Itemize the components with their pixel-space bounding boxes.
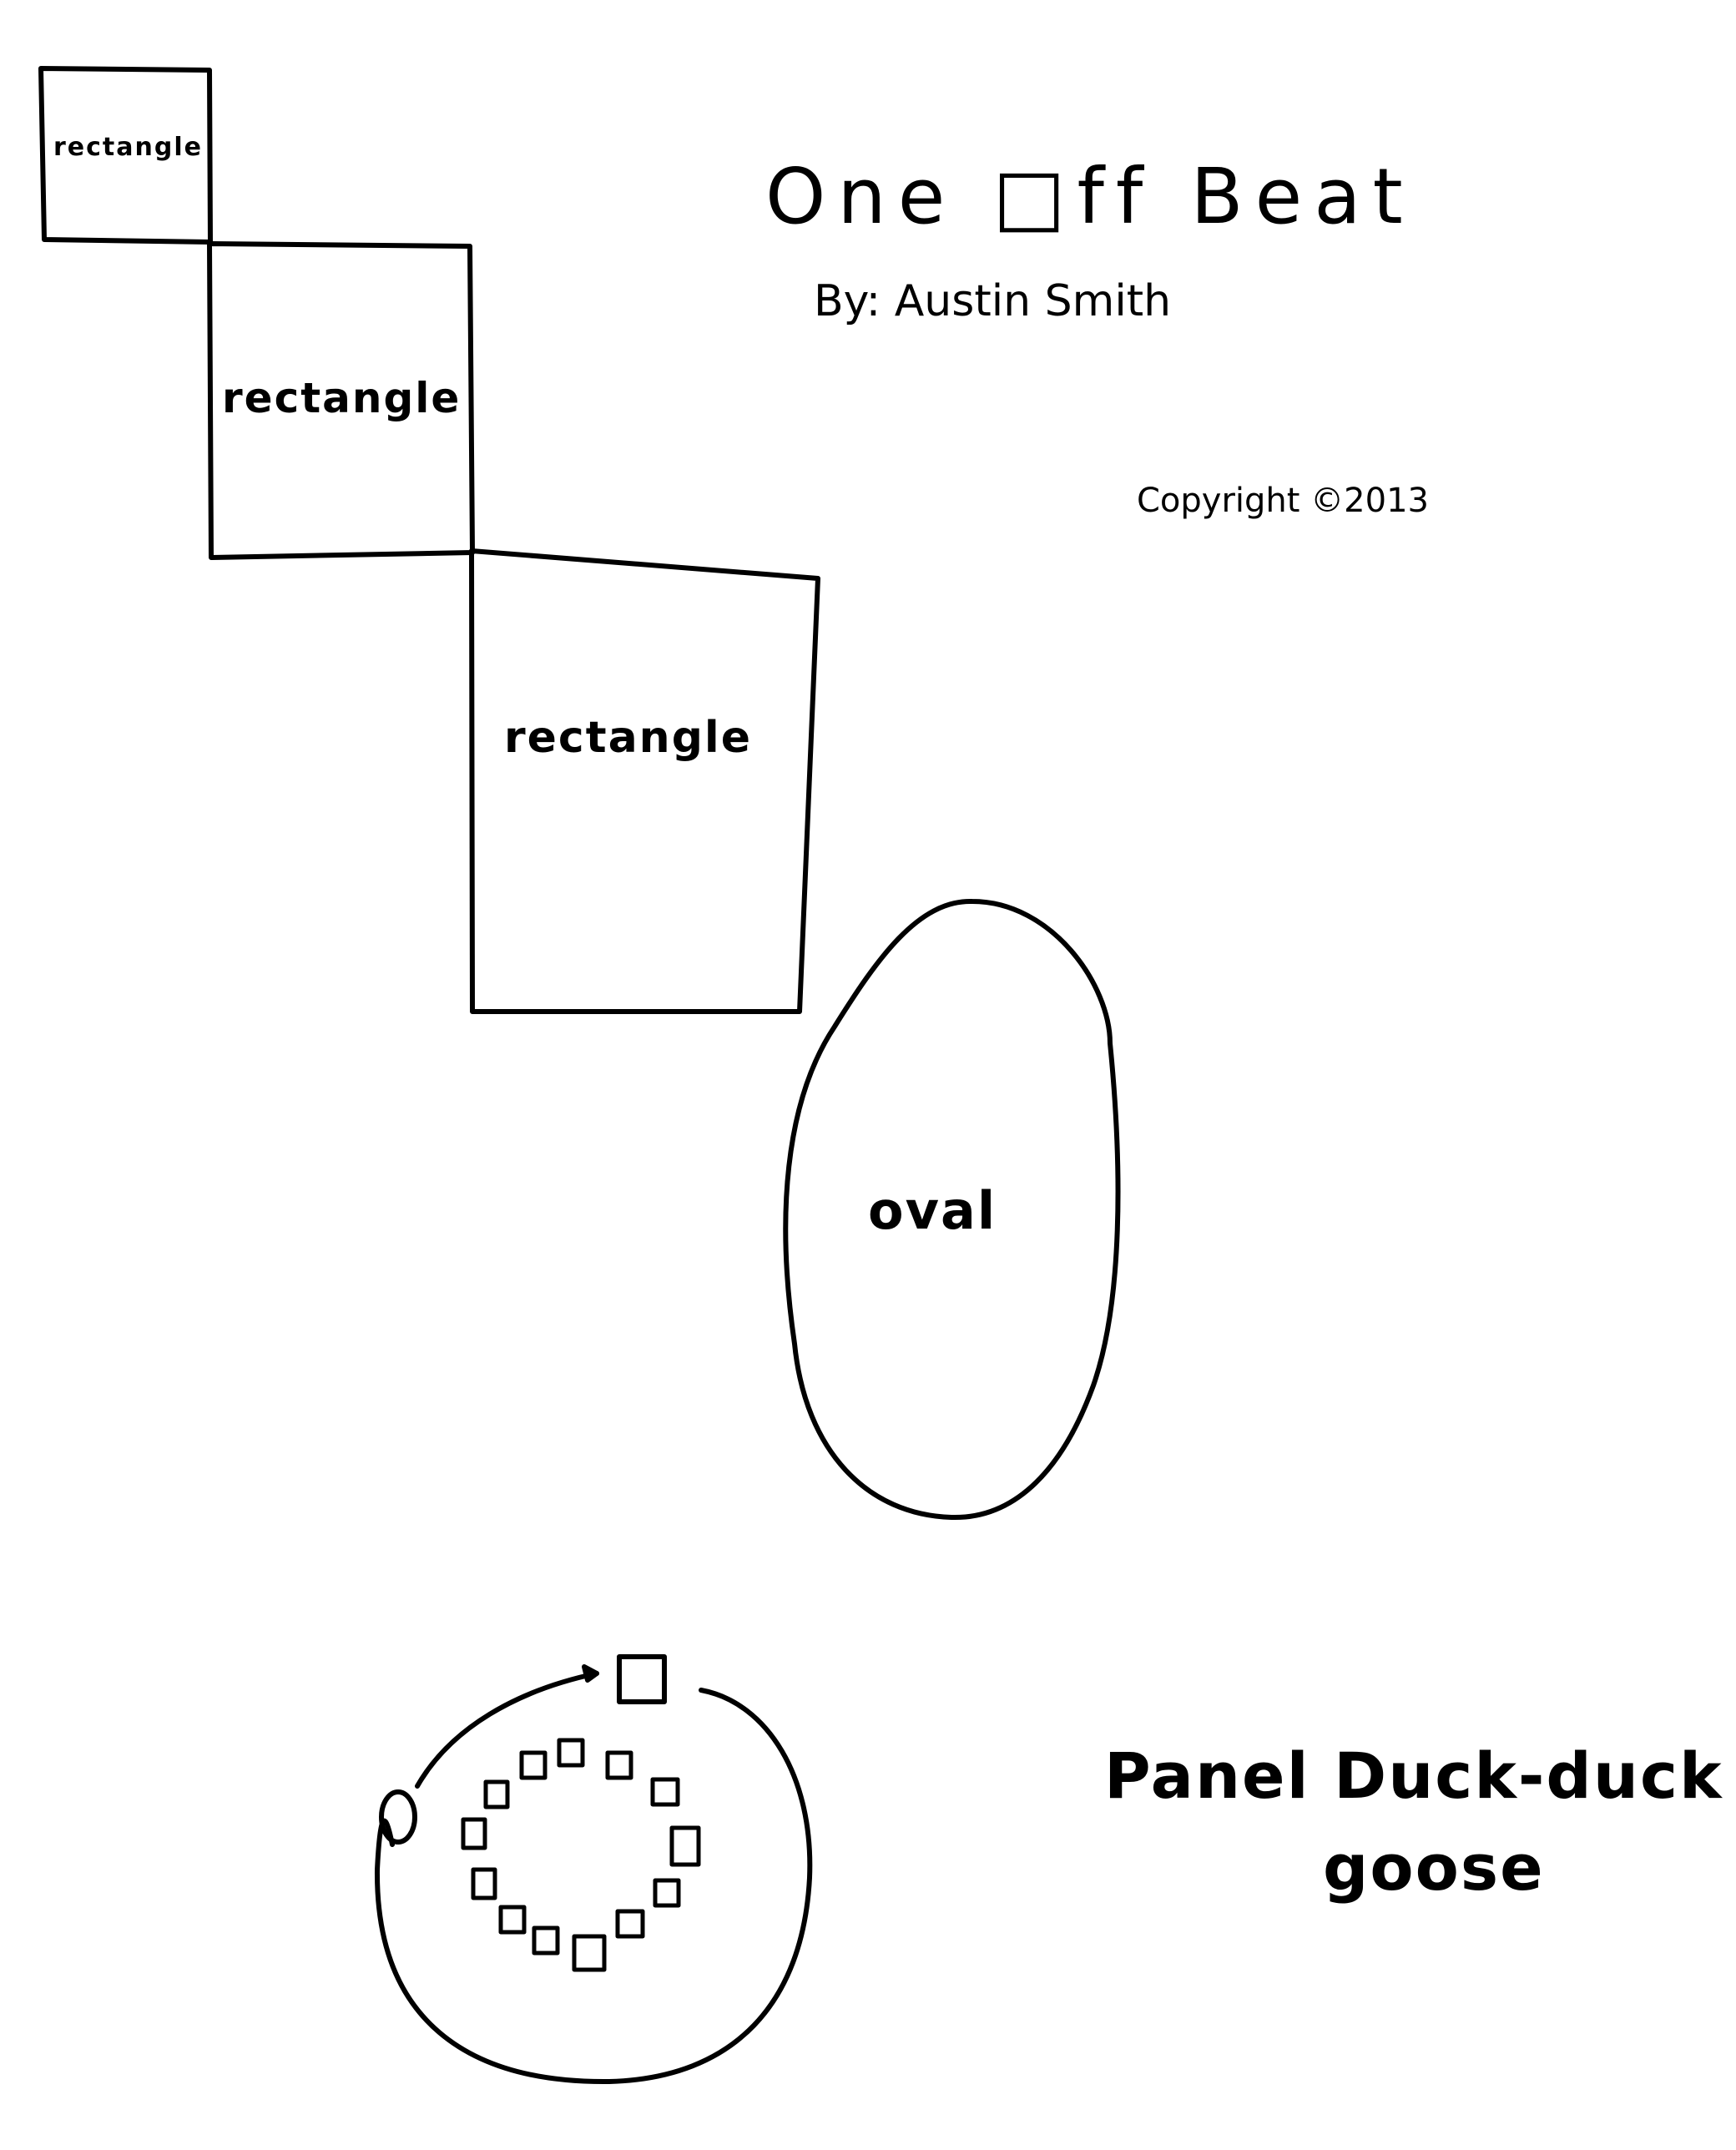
rectangle-2-label: rectangle — [222, 374, 462, 422]
duck-square — [461, 1817, 487, 1850]
runner-oval — [379, 1789, 417, 1845]
duck-square — [572, 1934, 607, 1972]
panel-caption-line-1: Panel Duck-duck — [1104, 1739, 1723, 1813]
panel-caption-line-2: goose — [1323, 1830, 1545, 1905]
duck-square — [519, 1750, 548, 1780]
duck-circle — [461, 1738, 701, 1972]
goose-square — [617, 1654, 667, 1704]
outer-circle — [374, 1688, 813, 2085]
rectangle-3-outline — [469, 548, 820, 1014]
duck-square — [498, 1905, 527, 1935]
duck-square — [471, 1867, 497, 1900]
oval-label: oval — [868, 1180, 997, 1241]
arrow-head — [582, 1664, 599, 1683]
duck-square — [557, 1738, 585, 1768]
duck-square — [653, 1878, 681, 1908]
duck-square — [605, 1750, 633, 1780]
comic-title: One □ff Beat — [765, 152, 1415, 241]
chase-arrow — [415, 1671, 599, 1789]
rectangle-3-label: rectangle — [504, 713, 753, 763]
rectangle-1-label: rectangle — [53, 133, 203, 162]
duck-square — [532, 1925, 560, 1956]
duck-square — [483, 1779, 510, 1809]
author-byline: By: Austin Smith — [814, 276, 1172, 326]
oval-outline — [783, 898, 1121, 1521]
copyright-notice: Copyright ©2013 — [1137, 482, 1429, 520]
duck-square — [615, 1909, 645, 1939]
duck-square — [650, 1777, 680, 1807]
duck-square — [669, 1825, 701, 1867]
